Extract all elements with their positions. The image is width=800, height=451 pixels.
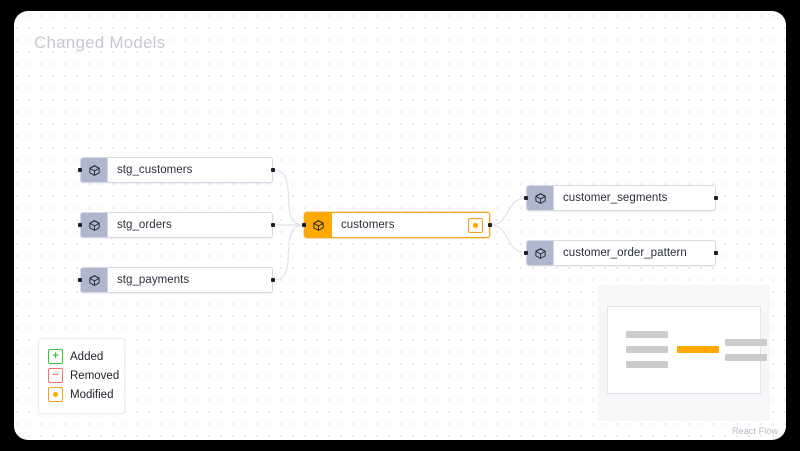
removed-minus-icon: − — [48, 368, 63, 383]
page-title: Changed Models — [34, 33, 166, 52]
node-handle-target[interactable] — [302, 223, 306, 227]
modified-dot-icon — [48, 387, 63, 402]
legend-item-modified: Modified — [48, 385, 115, 404]
minimap-viewport[interactable] — [607, 306, 767, 394]
status-badge-modified — [468, 217, 483, 233]
cube-icon — [81, 213, 108, 237]
node-handle-target[interactable] — [78, 223, 82, 227]
flow-node-customer-segments[interactable]: customer_segments — [524, 185, 718, 211]
node-handle-source[interactable] — [488, 223, 492, 227]
node-handle-target[interactable] — [78, 278, 82, 282]
node-label: customers — [341, 219, 395, 231]
minimap-node — [626, 331, 668, 338]
flow-node-customer-order-pattern[interactable]: customer_order_pattern — [524, 240, 718, 266]
flow-node-stg-payments[interactable]: stg_payments — [78, 267, 275, 293]
node-label: customer_order_pattern — [563, 247, 687, 259]
minimap-node-modified — [677, 346, 719, 353]
flow-node-stg-orders[interactable]: stg_orders — [78, 212, 275, 238]
node-handle-source[interactable] — [271, 278, 275, 282]
legend-label-added: Added — [70, 350, 104, 363]
node-label: stg_orders — [117, 219, 172, 231]
modified-dot-icon — [473, 222, 478, 228]
node-label: stg_payments — [117, 274, 190, 286]
modified-dot-inner — [53, 392, 58, 397]
minimap-node — [626, 346, 668, 353]
node-handle-source[interactable] — [714, 251, 718, 255]
legend-label-removed: Removed — [70, 369, 120, 382]
minimap-node — [725, 339, 767, 346]
legend-label-modified: Modified — [70, 388, 114, 401]
cube-icon — [81, 158, 108, 182]
node-handle-source[interactable] — [271, 223, 275, 227]
legend-panel: + Added − Removed Modified — [38, 338, 125, 414]
flow-node-stg-customers[interactable]: stg_customers — [78, 157, 275, 183]
cube-icon — [305, 213, 332, 237]
minimap-panel[interactable] — [598, 285, 770, 421]
node-handle-target[interactable] — [78, 168, 82, 172]
reactflow-attribution[interactable]: React Flow — [731, 426, 778, 436]
minimap-node — [725, 354, 767, 361]
legend-item-added: + Added — [48, 347, 115, 366]
cube-icon — [81, 268, 108, 292]
minimap-node — [626, 361, 668, 368]
cube-icon — [527, 186, 554, 210]
node-handle-source[interactable] — [714, 196, 718, 200]
node-handle-target[interactable] — [524, 251, 528, 255]
flow-canvas[interactable]: Changed Models — [14, 11, 786, 440]
node-label: stg_customers — [117, 164, 193, 176]
added-plus-icon: + — [48, 349, 63, 364]
node-handle-source[interactable] — [271, 168, 275, 172]
legend-item-removed: − Removed — [48, 366, 119, 385]
node-label: customer_segments — [563, 192, 668, 204]
flow-node-customers[interactable]: customers — [302, 212, 492, 238]
cube-icon — [527, 241, 554, 265]
node-handle-target[interactable] — [524, 196, 528, 200]
